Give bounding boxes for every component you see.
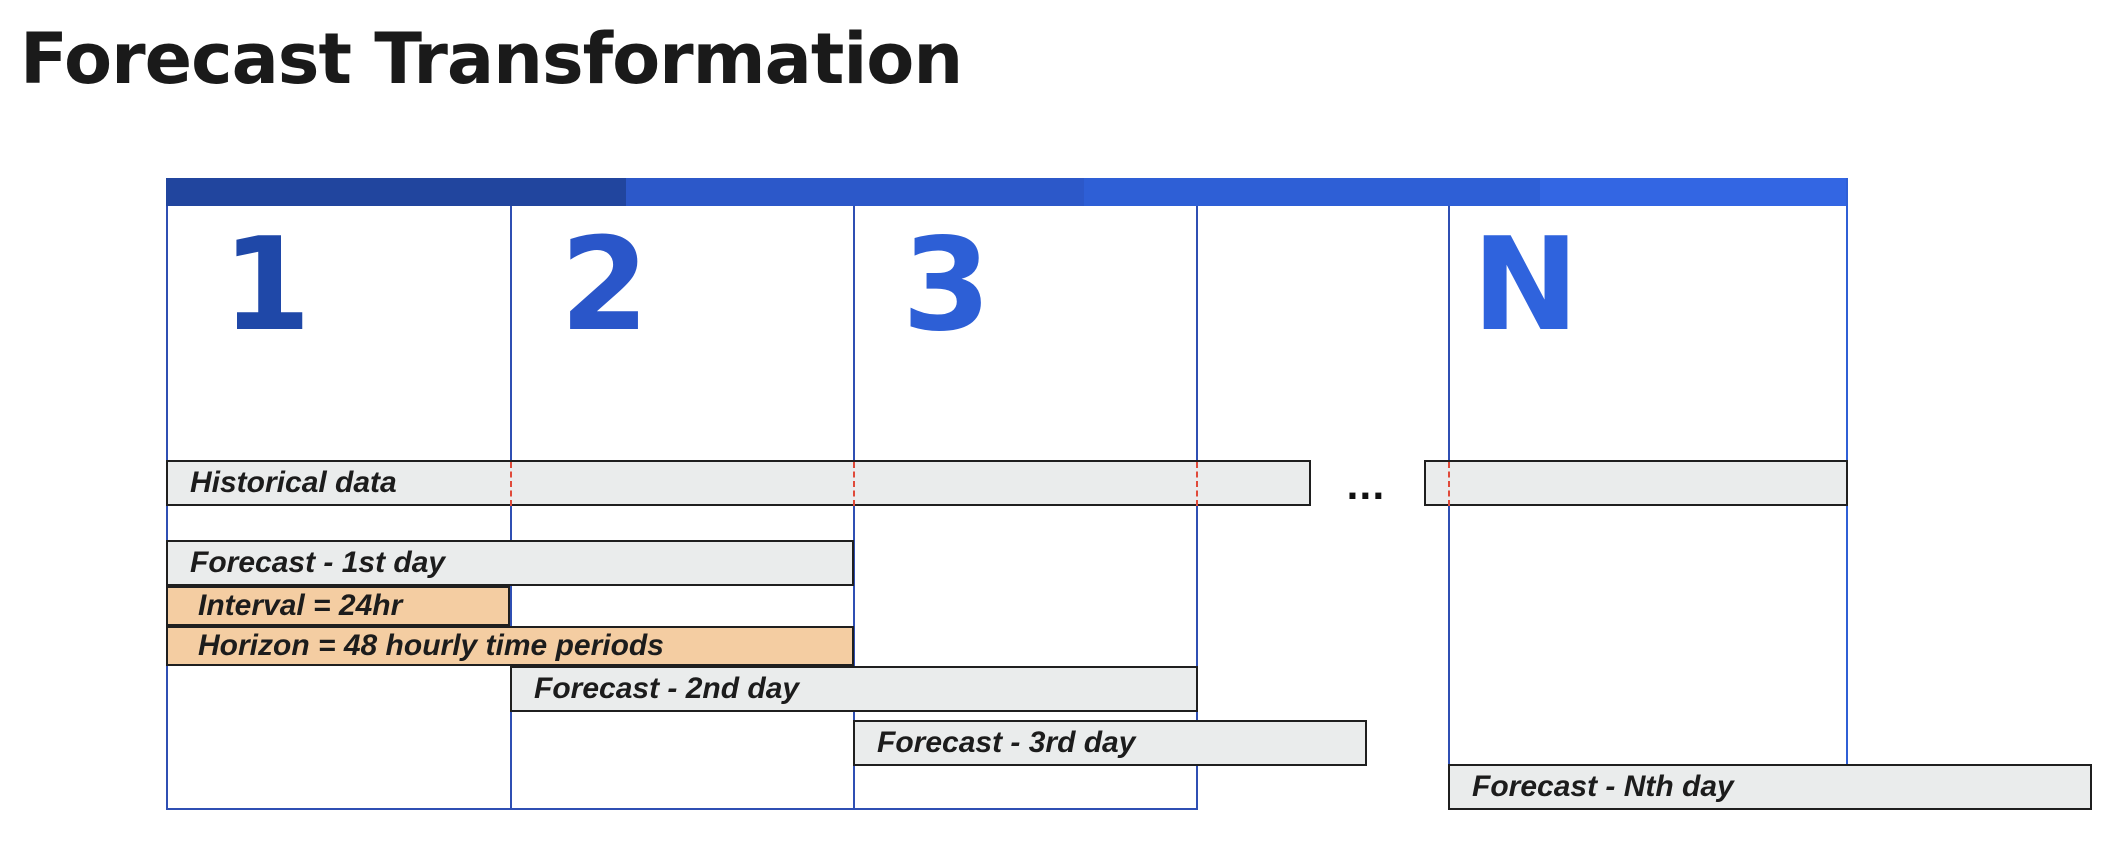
interval-label: Interval = 24hr [198,589,403,622]
column-line-2 [510,206,512,810]
header-bar-segment-3 [1084,178,1540,206]
header-bar-segment-2 [626,178,1084,206]
historical-data-bar: Historical data [166,460,1311,506]
column-line-1 [166,206,168,810]
forecast-3rd-day-label: Forecast - 3rd day [877,726,1136,759]
header-bar-segment-4 [1540,178,1848,206]
forecast-2nd-day-label: Forecast - 2nd day [534,672,800,705]
header-bar-segment-1 [166,178,626,206]
forecast-3rd-day-bar: Forecast - 3rd day [853,720,1367,766]
column-baseline [166,808,1198,810]
historical-data-label: Historical data [190,466,397,499]
historical-data-bar-end [1424,460,1848,506]
horizon-bar: Horizon = 48 hourly time periods [166,626,854,666]
forecast-nth-day-bar: Forecast - Nth day [1448,764,2092,810]
forecast-2nd-day-bar: Forecast - 2nd day [510,666,1198,712]
forecast-nth-day-label: Forecast - Nth day [1472,770,1734,803]
forecast-1st-day-bar: Forecast - 1st day [166,540,854,586]
column-line-3 [853,206,855,810]
day-separator-3 [1196,462,1198,506]
forecast-1st-day-label: Forecast - 1st day [190,546,446,579]
column-number-2: 2 [560,211,650,360]
horizon-label: Horizon = 48 hourly time periods [198,629,664,662]
page-title: Forecast Transformation [20,18,963,100]
column-line-4 [1196,206,1198,810]
column-number-1: 1 [222,211,312,360]
column-number-n: N [1472,211,1580,360]
ellipsis: ... [1346,468,1385,508]
interval-bar: Interval = 24hr [166,586,510,626]
column-number-3: 3 [902,211,992,360]
day-separator-4 [1448,462,1450,506]
day-separator-2 [853,462,855,506]
day-separator-1 [510,462,512,506]
